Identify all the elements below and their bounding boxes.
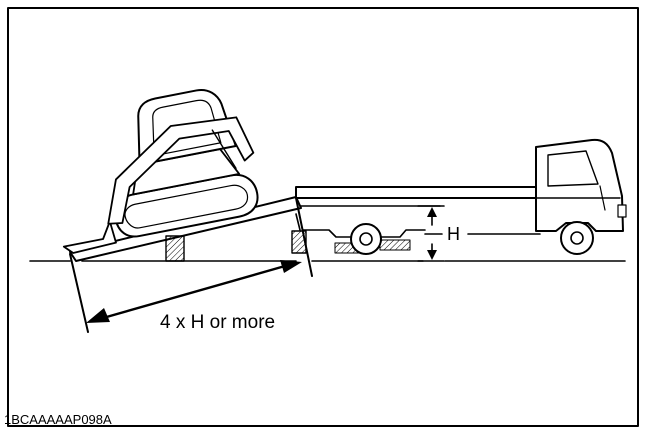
ramp-length-label: 4 x H or more	[160, 312, 276, 333]
truck	[295, 138, 627, 277]
height-dimension	[417, 205, 541, 262]
ramp-length-arrow	[86, 260, 302, 323]
compact-track-loader	[62, 88, 259, 254]
ramp-support-block	[165, 235, 185, 262]
figure-frame	[7, 7, 639, 427]
height-label: H	[447, 224, 460, 244]
figure-code: 1BCAAAAAP098A	[4, 412, 112, 427]
